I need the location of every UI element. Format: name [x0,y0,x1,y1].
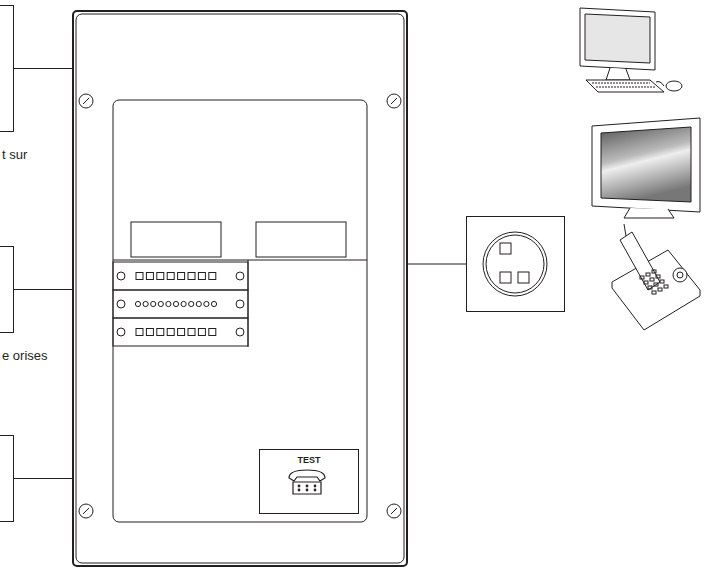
terminal-box: e orises [0,246,14,333]
key [664,285,668,288]
test-button: TEST [259,449,359,514]
tv-icon [592,118,700,218]
key [648,286,652,289]
key [656,275,660,278]
computer-icon [580,8,682,92]
wire [14,289,72,290]
phone-icon [612,224,700,330]
cover [113,100,367,522]
key [660,280,664,283]
button-label: TEST [260,450,358,466]
distribution-panel: TEST [72,10,408,567]
key [644,281,648,284]
breaker-row [113,318,248,346]
socket [483,232,547,296]
key [658,288,662,291]
wire [14,68,72,69]
breaker-row [113,290,248,318]
key [654,283,658,286]
cut-label: t sur [2,142,27,167]
terminal-box [0,435,14,522]
key [650,278,654,281]
window [256,222,346,257]
key [640,276,644,279]
key [652,291,656,294]
key [646,273,650,276]
phone-symbol [289,470,325,494]
terminal-box: t sur [0,5,14,132]
wire [408,264,466,265]
cut-label: e orises [2,343,48,368]
screws [79,94,401,518]
breaker-row [113,262,248,290]
breaker-rows [113,262,248,346]
housing-inner [76,14,404,563]
wire [14,478,72,479]
key [652,270,656,273]
window [131,222,221,257]
socket-box [466,216,565,312]
